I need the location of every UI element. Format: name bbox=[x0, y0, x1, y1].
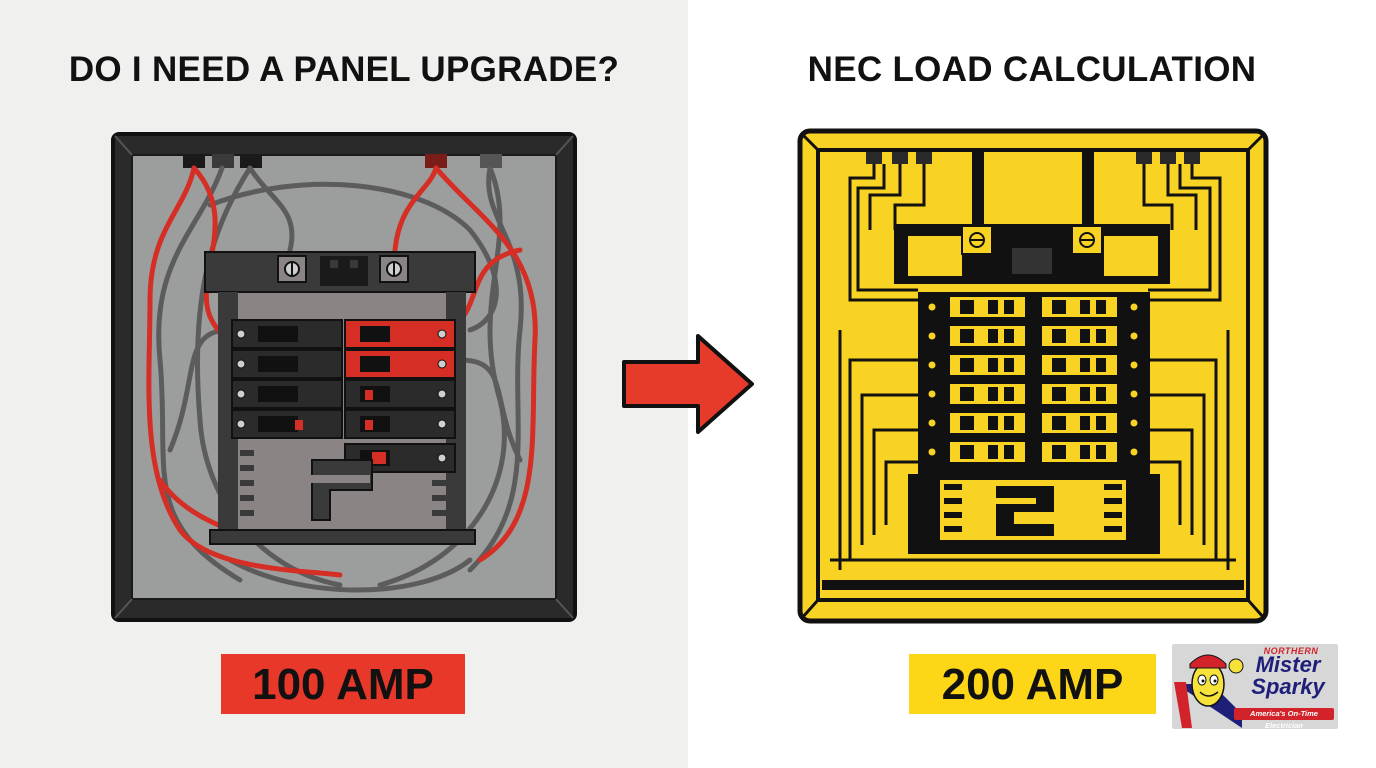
mister-sparky-logo: NORTHERN Mister Sparky America's On-Time… bbox=[1172, 644, 1338, 729]
panel-200amp-icon bbox=[797, 128, 1269, 624]
logo-northern: NORTHERN bbox=[1263, 646, 1319, 656]
label-100-amp: 100 AMP bbox=[221, 654, 465, 714]
right-arrow-icon bbox=[622, 334, 754, 434]
label-200-amp: 200 AMP bbox=[909, 654, 1156, 714]
logo-mister: Mister bbox=[1255, 652, 1321, 677]
left-heading: DO I NEED A PANEL UPGRADE? bbox=[68, 50, 620, 89]
mascot-icon bbox=[1174, 654, 1244, 728]
logo-tagline: America's On-Time Electrician bbox=[1234, 708, 1334, 729]
panel-100amp-icon bbox=[111, 132, 577, 622]
right-heading: NEC LOAD CALCULATION bbox=[807, 50, 1257, 89]
logo-sparky: Sparky bbox=[1251, 674, 1325, 699]
